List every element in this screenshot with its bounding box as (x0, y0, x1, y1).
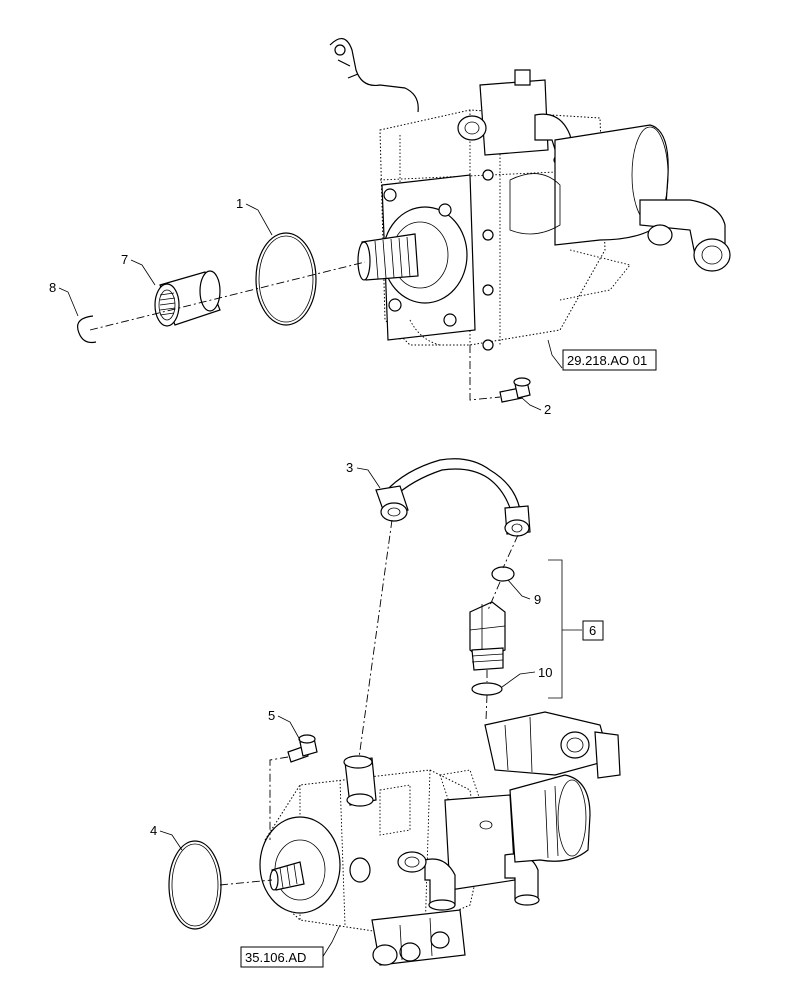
kit-bracket (548, 559, 563, 699)
callout-6: 6 (589, 623, 596, 638)
callout-9: 9 (534, 592, 541, 607)
o-ring-9[interactable] (491, 566, 515, 582)
adapter-fitting[interactable] (469, 601, 506, 671)
reference-box-upper[interactable] (562, 349, 657, 371)
tube-assembly-3[interactable] (375, 458, 531, 537)
callout-1: 1 (236, 196, 243, 211)
callout-7: 7 (121, 252, 128, 267)
callout-8: 8 (49, 280, 56, 295)
leader-lines (58, 203, 563, 959)
callout-10: 10 (538, 665, 552, 680)
bolt-2[interactable] (499, 377, 531, 403)
o-ring-1[interactable] (255, 232, 317, 326)
reference-lower-pump[interactable]: 35.106.AD (245, 950, 306, 965)
bushing-7[interactable] (154, 270, 221, 327)
bolt-5[interactable] (287, 734, 318, 763)
callout-5: 5 (268, 708, 275, 723)
o-ring-4[interactable] (168, 840, 222, 930)
snap-ring-8[interactable] (76, 315, 97, 344)
reference-box-lower[interactable] (240, 946, 324, 968)
o-ring-10[interactable] (471, 682, 503, 696)
callout-2: 2 (544, 402, 551, 417)
lower-pump-assembly (259, 711, 621, 966)
callout-6-box (582, 620, 604, 641)
callout-3: 3 (346, 460, 353, 475)
reference-upper-pump[interactable]: 29.218.AO 01 (567, 353, 647, 368)
callout-4: 4 (150, 823, 157, 838)
upper-pump-assembly (329, 38, 731, 351)
